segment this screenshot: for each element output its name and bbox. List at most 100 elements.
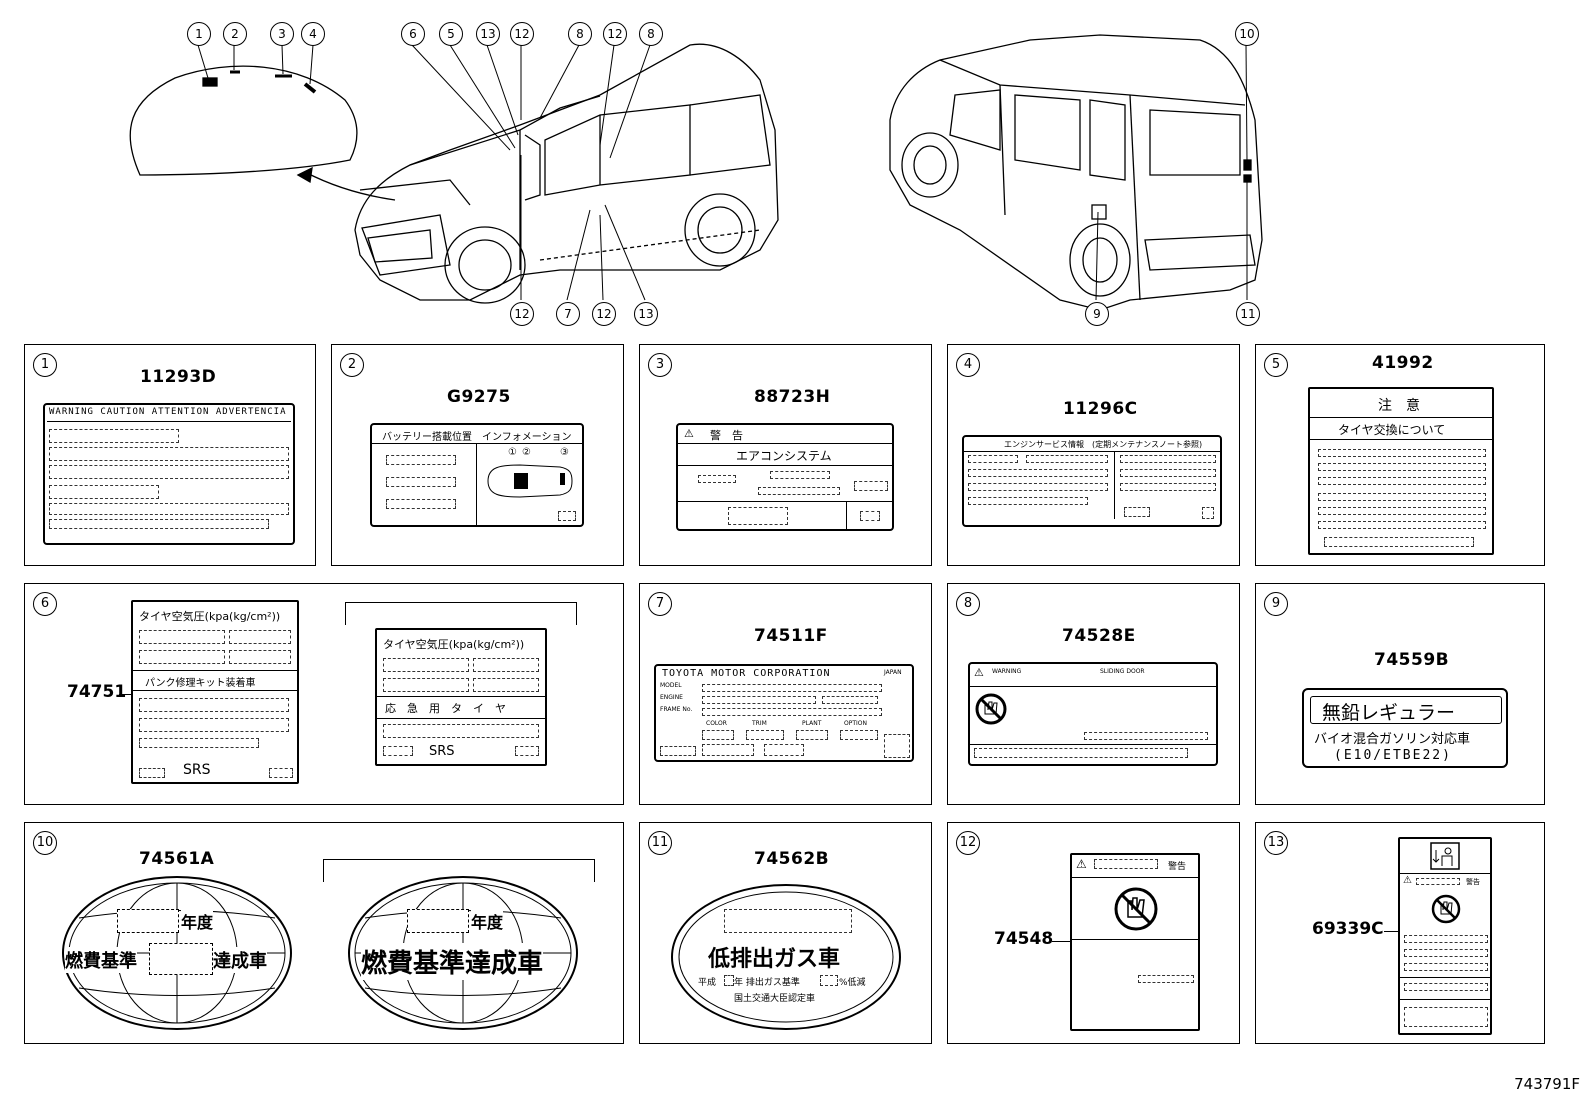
srs-text: SRS xyxy=(183,762,211,778)
callout-8b: 8 xyxy=(639,22,663,46)
panel-number: 2 xyxy=(340,353,364,377)
maker-country: JAPAN xyxy=(884,669,902,676)
part-number: 74559B xyxy=(1374,650,1450,670)
callout-10: 10 xyxy=(1235,22,1259,46)
part-number: 11293D xyxy=(140,367,217,387)
panel-8: 8 74528E ⚠ WARNING SLIDING DOOR xyxy=(947,583,1240,805)
callout-11: 11 xyxy=(1236,302,1260,326)
panel-9: 9 74559B 無鉛レギュラー バイオ混合ガソリン対応車 (E10/ETBE2… xyxy=(1255,583,1545,805)
label-74548: ⚠ 警告 xyxy=(1070,853,1200,1031)
label-74528E: ⚠ WARNING SLIDING DOOR xyxy=(968,662,1218,766)
emission-line-b: 年 排出ガス基準 xyxy=(734,978,800,988)
panel-7: 7 74511F TOYOTA MOTOR CORPORATION JAPAN … xyxy=(639,583,932,805)
callout-3: 3 xyxy=(270,22,294,46)
callout-13b: 13 xyxy=(634,302,658,326)
part-number: 88723H xyxy=(754,387,831,407)
emblem-a-right: 達成車 xyxy=(213,947,267,973)
part-number: 74561A xyxy=(139,849,215,869)
panel-5: 5 41992 注 意 タイヤ交換について xyxy=(1255,344,1545,566)
label-74511F: TOYOTA MOTOR CORPORATION JAPAN MODEL ENG… xyxy=(654,664,914,762)
panel-13: 13 69339C ⚠ 警告 xyxy=(1255,822,1545,1044)
year-label: 年度 xyxy=(181,909,214,933)
label-title: タイヤ交換について xyxy=(1338,423,1446,437)
part-number: 74548 xyxy=(994,929,1054,949)
panel-number: 10 xyxy=(33,831,57,855)
label-title: タイヤ空気圧(kpa(kg/cm²)) xyxy=(139,610,281,623)
low-emission-title: 低排出ガス車 xyxy=(708,947,841,972)
field-trim: TRIM xyxy=(752,720,767,727)
label-74559B: 無鉛レギュラー バイオ混合ガソリン対応車 (E10/ETBE22) xyxy=(1302,688,1508,768)
vehicle-illustration xyxy=(129,34,1263,311)
part-number: 41992 xyxy=(1372,353,1434,373)
srs-text: SRS xyxy=(429,744,455,759)
field-plant: PLANT xyxy=(802,720,822,727)
label-unleaded: 無鉛レギュラー xyxy=(1322,702,1456,724)
label-warning: WARNING xyxy=(992,668,1022,675)
callout-12c: 12 xyxy=(510,302,534,326)
label-caution: 注 意 xyxy=(1378,398,1420,414)
emblem-a-left: 燃費基準 xyxy=(65,947,137,973)
label-title: タイヤ空気圧(kpa(kg/cm²)) xyxy=(383,638,525,651)
label-bio: バイオ混合ガソリン対応車 xyxy=(1314,732,1471,747)
callout-9: 9 xyxy=(1085,302,1109,326)
panel-4: 4 11296C エンジンサービス情報 (定期メンテナンスノート参照) xyxy=(947,344,1240,566)
panel-number: 1 xyxy=(33,353,57,377)
warning-icon: ⚠ xyxy=(974,666,984,679)
label-right-title: インフォメーション xyxy=(482,432,572,443)
callout-4: 4 xyxy=(301,22,325,46)
callout-12d: 12 xyxy=(592,302,616,326)
emission-line-c: %低減 xyxy=(839,978,866,988)
maker-name: TOYOTA MOTOR CORPORATION xyxy=(662,668,831,679)
part-number: 74511F xyxy=(754,626,828,646)
panel-number: 5 xyxy=(1264,353,1288,377)
panel-number: 7 xyxy=(648,592,672,616)
panel-number: 12 xyxy=(956,831,980,855)
label-left-title: バッテリー搭載位置 xyxy=(382,432,472,443)
label-warning: 警 告 xyxy=(710,429,743,442)
part-number: 74528E xyxy=(1062,626,1136,646)
part-number: 74562B xyxy=(754,849,830,869)
diagram-id: 743791F xyxy=(1514,1075,1580,1093)
panel-1: 1 11293D WARNING CAUTION ATTENTION ADVER… xyxy=(24,344,316,566)
label-warning: 警告 xyxy=(1466,878,1480,886)
no-hand-icon xyxy=(1114,887,1158,931)
panel-number: 8 xyxy=(956,592,980,616)
label-74751-a: タイヤ空気圧(kpa(kg/cm²)) パンク修理キット装着車 SRS xyxy=(131,600,299,784)
panel-11: 11 74562B 低排出ガス車 平成 年 排出ガス基準 %低減 国土交通大臣認… xyxy=(639,822,932,1044)
label-11296C: エンジンサービス情報 (定期メンテナンスノート参照) xyxy=(962,435,1222,527)
label-subtitle: 応 急 用 タ イ ヤ xyxy=(385,702,506,715)
label-warning: 警告 xyxy=(1168,862,1187,872)
part-number: G9275 xyxy=(447,387,511,407)
field-option: OPTION xyxy=(844,720,867,727)
label-header: エンジンサービス情報 (定期メンテナンスノート参照) xyxy=(1004,440,1203,449)
label-G9275: バッテリー搭載位置 インフォメーション ① ② ③ xyxy=(370,423,584,527)
panel-number: 11 xyxy=(648,831,672,855)
field-model: MODEL xyxy=(660,682,682,689)
panel-number: 4 xyxy=(956,353,980,377)
panel-3: 3 88723H ⚠ 警 告 エアコンシステム xyxy=(639,344,932,566)
label-sliding: SLIDING DOOR xyxy=(1100,668,1145,675)
label-69339C: ⚠ 警告 xyxy=(1398,837,1492,1035)
callout-5: 5 xyxy=(439,22,463,46)
no-hand-icon xyxy=(975,693,1007,725)
warning-icon: ⚠ xyxy=(1076,857,1087,871)
panel-10: 10 74561A 年度 燃費基準 達成車 年度 燃費基準達成車 xyxy=(24,822,624,1044)
label-fuel-spec: (E10/ETBE22) xyxy=(1334,748,1452,763)
panel-number: 6 xyxy=(33,592,57,616)
callout-12: 12 xyxy=(510,22,534,46)
label-88723H: ⚠ 警 告 エアコンシステム xyxy=(676,423,894,531)
low-emission-oval xyxy=(671,884,901,1030)
part-number: 74751 xyxy=(67,682,127,702)
field-frame: FRAME No. xyxy=(660,706,693,713)
year-label-b: 年度 xyxy=(471,909,504,933)
panel-12: 12 74548 ⚠ 警告 xyxy=(947,822,1240,1044)
car-topview-icon xyxy=(487,464,573,498)
callout-12b: 12 xyxy=(603,22,627,46)
callout-8: 8 xyxy=(568,22,592,46)
label-title: エアコンシステム xyxy=(736,449,832,463)
panel-number: 13 xyxy=(1264,831,1288,855)
no-hand-icon xyxy=(1431,894,1461,924)
warning-icon: ⚠ xyxy=(1403,875,1412,886)
emission-line-2: 国土交通大臣認定車 xyxy=(734,994,816,1004)
callout-13: 13 xyxy=(476,22,500,46)
